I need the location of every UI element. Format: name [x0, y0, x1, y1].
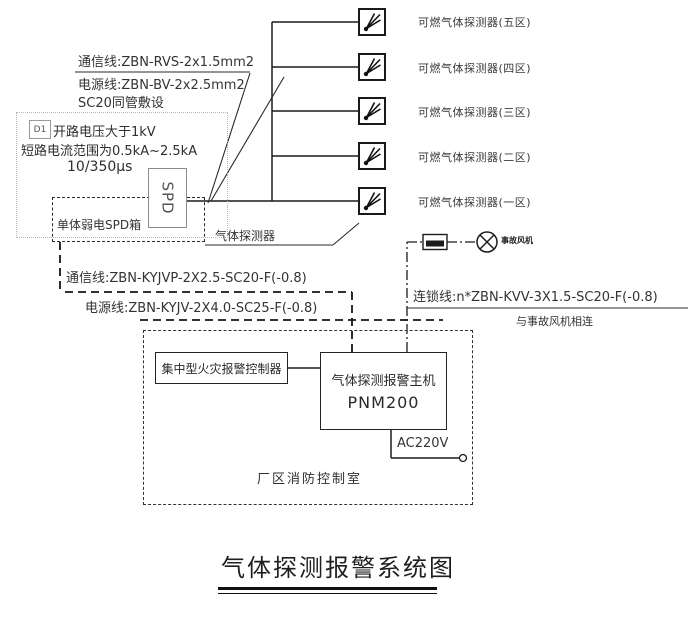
detector-icon [363, 58, 381, 77]
ac-terminal-icon [458, 453, 468, 463]
spd-label: SPD [158, 181, 177, 215]
gas-detector-zone3 [358, 97, 386, 125]
gas-alarm-host-model: PNM200 [347, 393, 420, 412]
spd-box: SPD [148, 168, 187, 228]
top-power-line-spec: 电源线:ZBN-BV-2x2.5mm2 [78, 78, 245, 93]
detector-label-zone1: 可燃气体探测器(一区) [418, 196, 532, 209]
spd-enclosure-box: 单体弱电SPD箱 [52, 197, 205, 242]
control-room-box [143, 330, 473, 505]
ac-power-label: AC220V [397, 436, 449, 451]
mid-comm-line-spec: 通信线:ZBN-KYJVP-2X2.5-SC20-F(-0.8) [66, 271, 307, 286]
gas-detector-zone1 [358, 187, 386, 215]
control-room-label: 厂区消防控制室 [257, 472, 363, 487]
fire-alarm-controller-label: 集中型火灾报警控制器 [161, 361, 282, 376]
note-tag-badge: D1 [29, 120, 51, 139]
damper-icon [422, 233, 448, 251]
gas-detector-zone2 [358, 142, 386, 170]
detector-icon [363, 102, 381, 121]
top-conduit-spec: SC20同管敷设 [78, 96, 164, 111]
spd-enclosure-label: 单体弱电SPD箱 [57, 218, 142, 232]
gas-alarm-host-box: 气体探测报警主机 PNM200 [320, 352, 447, 430]
detector-icon [363, 13, 381, 32]
detector-label-zone5: 可燃气体探测器(五区) [418, 16, 532, 29]
detector-label-zone4: 可燃气体探测器(四区) [418, 62, 532, 75]
note-line-2: 短路电流范围为0.5kA~2.5kA [21, 144, 198, 159]
detector-callout-label: 气体探测器 [215, 229, 276, 243]
title-underline-thick [218, 587, 437, 590]
title-underline-thin [218, 593, 437, 594]
mid-power-line-spec: 电源线:ZBN-KYJV-2X4.0-SC25-F(-0.8) [85, 301, 318, 316]
gas-alarm-host-name: 气体探测报警主机 [331, 374, 436, 389]
top-comm-line-spec: 通信线:ZBN-RVS-2x1.5mm2 [78, 55, 255, 70]
interlock-line-spec: 连锁线:n*ZBN-KVV-3X1.5-SC20-F(-0.8) [413, 290, 658, 305]
detector-label-zone3: 可燃气体探测器(三区) [418, 106, 532, 119]
fan-icon [476, 231, 498, 253]
note-line-3: 10/350μs [67, 159, 133, 175]
gas-detector-zone4 [358, 53, 386, 81]
spd-note-box: D1 开路电压大于1kV 短路电流范围为0.5kA~2.5kA 10/350μs [16, 112, 228, 238]
detector-label-zone2: 可燃气体探测器(二区) [418, 151, 532, 164]
interlock-note-label: 与事故风机相连 [516, 315, 593, 328]
gas-detector-zone5 [358, 8, 386, 36]
detector-icon [363, 192, 381, 211]
fire-alarm-controller-box: 集中型火灾报警控制器 [155, 352, 288, 384]
note-line-1: 开路电压大于1kV [53, 125, 156, 140]
fan-label: 事故风机 [501, 236, 533, 245]
diagram-title: 气体探测报警系统图 [221, 554, 455, 582]
detector-icon [363, 147, 381, 166]
